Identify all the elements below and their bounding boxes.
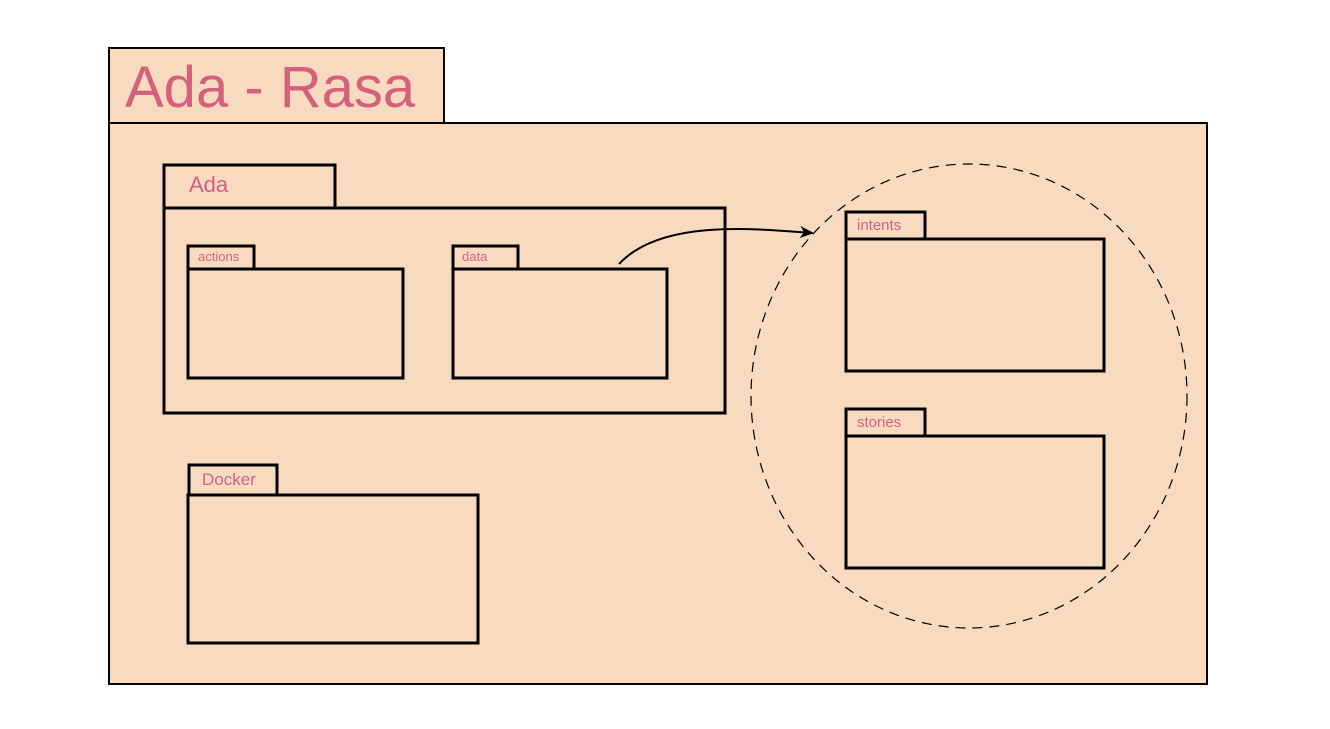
- package-docker-label: Docker: [202, 470, 256, 489]
- rasa-group-ellipse: [750, 163, 1188, 629]
- package-intents-body: [844, 237, 1106, 373]
- data-to-rasa-arrow: [618, 226, 814, 265]
- package-data: data: [451, 244, 669, 380]
- package-docker: Docker: [186, 463, 480, 645]
- package-docker-body: [186, 493, 480, 645]
- package-stories-tab: [844, 407, 927, 438]
- package-data-body: [451, 267, 669, 380]
- package-ada-tab: [162, 163, 337, 210]
- package-intents: intents: [844, 210, 1106, 373]
- package-root-tab: [108, 47, 445, 124]
- package-root-label: Ada - Rasa: [125, 55, 416, 120]
- package-intents-label: intents: [857, 217, 901, 234]
- package-actions-label: actions: [198, 249, 240, 264]
- package-stories-label: stories: [857, 414, 901, 431]
- package-actions-body: [186, 267, 405, 380]
- package-stories: stories: [844, 407, 1106, 570]
- package-docker-tab: [187, 463, 279, 497]
- package-ada-label: Ada: [189, 172, 229, 197]
- package-data-label: data: [462, 249, 488, 264]
- package-actions: actions: [186, 244, 405, 380]
- package-stories-body: [844, 434, 1106, 570]
